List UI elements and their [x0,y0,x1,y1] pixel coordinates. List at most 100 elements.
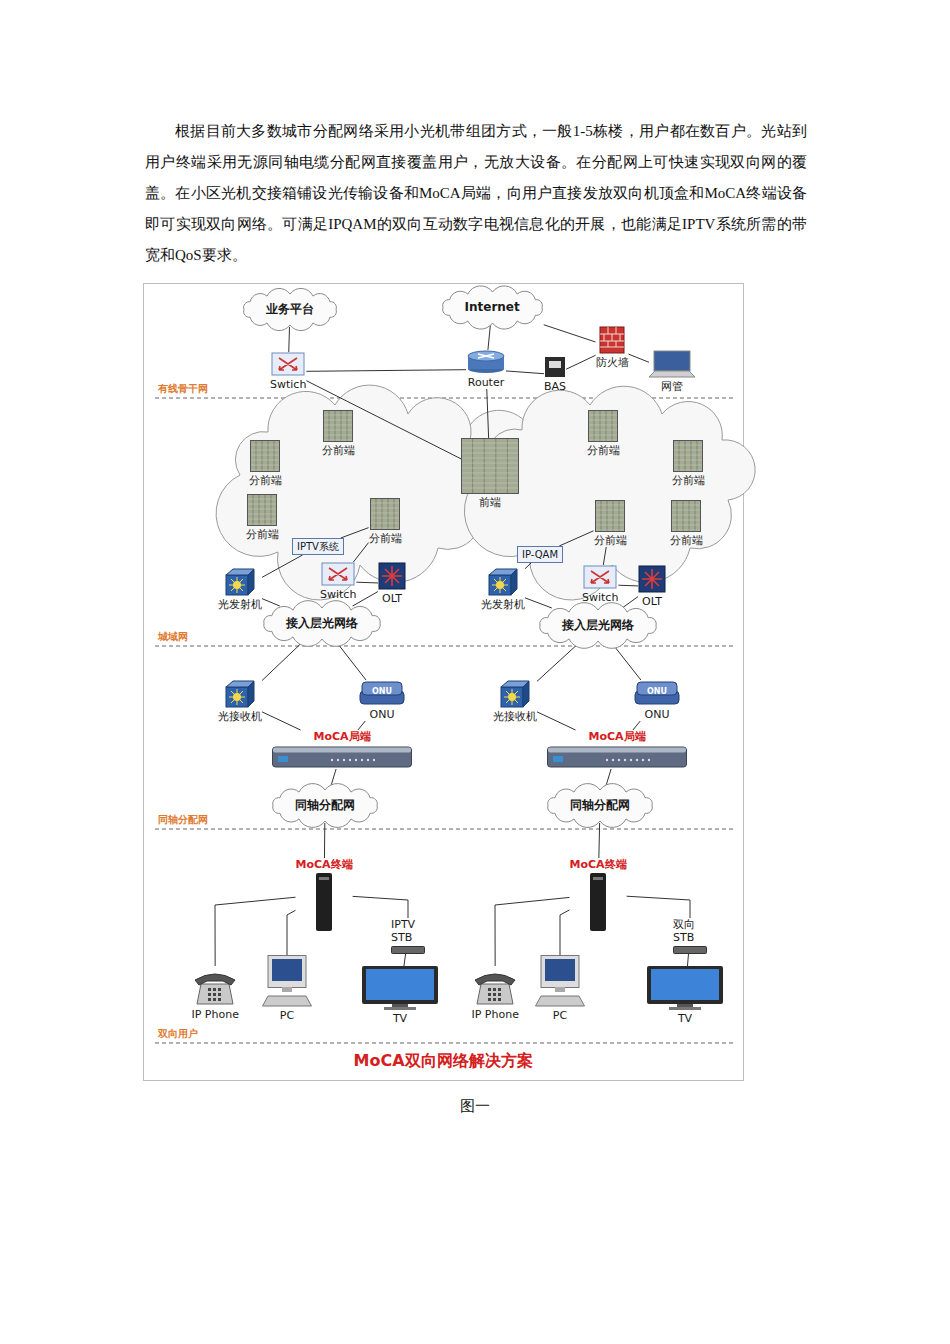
device-node: TV [362,966,438,1025]
device-label: 双向 STB [673,918,707,944]
moca-icon [272,745,412,769]
device-label: IPTV STB [391,918,425,944]
system-box: IP-QAM [517,546,563,563]
device-node: OLT [638,565,666,608]
device-label: 分前端 [594,534,627,547]
device-node: ONU ONU [633,680,681,721]
cab-icon [671,500,701,532]
bas-icon [544,356,566,378]
network-link [262,599,280,606]
device-label: Router [468,376,504,389]
network-link [306,370,466,372]
device-label: 光发射机 [218,598,262,611]
device-label: TV [678,1012,692,1025]
device-icon-holder [250,440,280,472]
olt-icon [638,565,666,593]
cloud-label: 业务平台 [266,303,314,316]
pc-icon [262,955,312,1007]
device-label: BAS [544,380,566,393]
device-icon-holder [391,946,425,954]
network-link [627,896,690,918]
stb-icon [673,946,707,954]
ph-icon [193,966,237,1006]
network-link [603,547,606,565]
ph-icon [473,966,517,1006]
network-link [560,910,570,955]
device-label: Switch [320,588,356,601]
cloud-shape [244,288,337,330]
device-icon-holder [488,568,518,596]
device-icon-holder [193,966,237,1006]
device-icon-holder: ONU [633,680,681,706]
cloud-shape [264,601,380,647]
device-icon-holder [466,350,506,374]
device-node: 光发射机 [481,568,525,611]
device-node: IPTV STB [391,918,425,954]
device-node: 分前端 [322,410,355,457]
device-node: MoCA终端 [296,858,353,931]
tx-icon [500,680,530,708]
network-link [341,528,369,538]
device-icon-holder [316,873,332,931]
network-link [618,585,638,587]
network-link [287,910,296,955]
sw-icon [271,352,305,376]
icon-text: ONU [358,687,406,697]
device-node: 防火墙 [596,326,629,369]
device-icon-holder [535,955,585,1007]
device-node: TV [647,966,723,1025]
network-link [358,721,365,730]
stb-icon [391,946,425,954]
network-link [537,643,579,681]
network-cloud: 接入层光网络 [262,606,382,641]
device-label: PC [553,1009,567,1022]
device-label: PC [280,1009,294,1022]
tv-icon [647,966,723,1010]
cloud-label: 接入层光网络 [562,619,634,632]
device-label: ONU [370,708,395,721]
device-node: 分前端 [587,410,620,457]
device-label: 分前端 [672,474,705,487]
device-icon-holder [595,500,625,532]
device-icon-holder [647,966,723,1010]
device-icon-holder [225,680,255,708]
metro-clouds [216,385,755,600]
device-label: 光接收机 [493,710,537,723]
system-box: IPTV系统 [292,538,344,555]
network-link [687,954,688,966]
box-label: IPTV系统 [297,540,339,553]
network-cloud: 同轴分配网 [271,788,379,823]
device-label: ONU [645,708,670,721]
device-node: 网管 [649,350,695,393]
device-node: OLT [378,562,406,605]
network-link [488,325,490,350]
device-node: IP Phone [472,966,519,1021]
device-label: TV [393,1012,407,1025]
device-node: BAS [544,356,566,393]
network-link [353,896,408,918]
device-label: 防火墙 [596,356,629,369]
device-label: 光发射机 [481,598,525,611]
network-link [262,641,304,681]
tx-icon [225,680,255,708]
device-icon-holder [378,562,406,590]
device-label: 分前端 [369,532,402,545]
device-label: IP Phone [192,1008,239,1021]
device-label: 前端 [479,496,501,509]
network-link [487,389,489,438]
mocaT-icon [316,873,332,931]
sw-icon [583,565,617,589]
device-label: MoCA终端 [570,858,627,871]
pc-icon [535,955,585,1007]
cab-icon [247,494,277,526]
network-link [262,712,301,730]
device-icon-holder [588,410,618,442]
cab-icon [370,498,400,530]
network-cloud: 业务平台 [242,292,338,327]
network-link [336,641,366,680]
device-node: 双向 STB [673,918,707,954]
device-icon-holder [547,745,687,769]
diagram-title: MoCA双向网络解决方案 [354,1051,533,1072]
network-link [353,543,368,562]
